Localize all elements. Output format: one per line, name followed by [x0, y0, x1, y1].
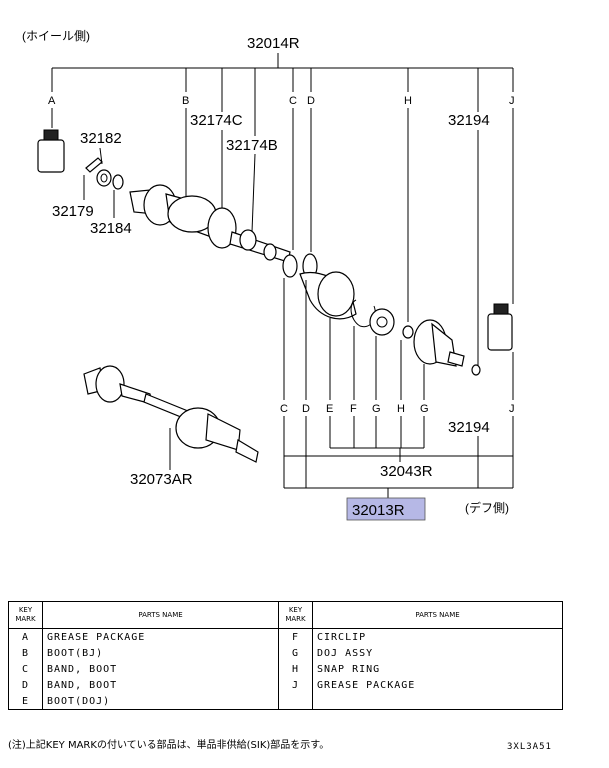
- o-ring-icon: [471, 364, 481, 376]
- bracket-32014r: 32014R: [51, 35, 514, 136]
- part-number-32174c: 32174C: [190, 112, 243, 129]
- grease-package-j-icon: [487, 303, 513, 351]
- parts-name-header-2: PARTS NAME: [312, 601, 563, 629]
- nut-32182-icon: [96, 169, 112, 187]
- part-number-32174b: 32174B: [226, 137, 278, 154]
- highlighted-part-box[interactable]: [346, 497, 426, 521]
- bottom-key-h: H: [397, 403, 405, 415]
- part-number-32184: 32184: [90, 220, 132, 237]
- part-number-32179: 32179: [52, 203, 94, 220]
- doj-housing-icon: [413, 319, 465, 367]
- doj-spider-g-icon: [369, 308, 395, 336]
- bottom-key-g2: G: [420, 403, 429, 415]
- grease-package-a-icon: [37, 129, 65, 173]
- bottom-key-j: J: [509, 403, 515, 415]
- part-number-32194-bottom: 32194: [448, 419, 490, 436]
- bottom-key-f: F: [350, 403, 357, 415]
- key-mark-a: A: [48, 95, 56, 107]
- parts-name-header: PARTS NAME: [42, 601, 279, 629]
- bottom-key-c: C: [280, 403, 288, 415]
- table-row: D BAND, BOOT J GREASE PACKAGE: [8, 677, 563, 693]
- bracket-32043r: 32043R: [283, 416, 514, 488]
- bracket-32013r: 32013R: [284, 487, 513, 521]
- parts-diagram: (ホイール側) (デフ側) 32014R A B C D H J 32174C …: [22, 29, 515, 521]
- key-mark-c: C: [289, 95, 297, 107]
- complete-drive-shaft-icon: [83, 365, 259, 463]
- washer-32184-icon: [112, 174, 124, 190]
- wheel-side-label: (ホイール側): [22, 29, 90, 43]
- band-boot-c-icon: [282, 254, 298, 278]
- part-number-32182: 32182: [80, 130, 122, 147]
- boot-doj-e-icon: [299, 271, 357, 320]
- footnote: (注)上記KEY MARKの付いている部品は、単品非供給(SIK)部品を示す。: [8, 740, 330, 751]
- bottom-key-g: G: [372, 403, 381, 415]
- bottom-key-d: D: [302, 403, 310, 415]
- table-row: A GREASE PACKAGE F CIRCLIP: [8, 628, 563, 645]
- cotter-pin-icon: [85, 157, 103, 173]
- part-number-32073ar: 32073AR: [130, 471, 193, 488]
- key-mark-d: D: [307, 95, 315, 107]
- diff-side-label: (デフ側): [465, 500, 509, 515]
- key-mark-h: H: [404, 95, 412, 107]
- table-row: B BOOT(BJ) G DOJ ASSY: [8, 645, 563, 661]
- part-number-32013r[interactable]: 32013R: [352, 502, 405, 519]
- part-number-32194-top: 32194: [448, 112, 490, 129]
- table-row: E BOOT(DOJ): [8, 693, 563, 710]
- part-number-32043r: 32043R: [380, 463, 433, 480]
- bottom-key-e: E: [326, 403, 333, 415]
- key-mark-b: B: [182, 95, 189, 107]
- upper-drive-shaft-icon: [129, 184, 291, 263]
- key-mark-j: J: [509, 95, 515, 107]
- snap-ring-h-icon: [402, 325, 414, 339]
- part-number-32014r: 32014R: [247, 35, 300, 52]
- diagram-code: 3XL3A51: [507, 742, 552, 752]
- table-row: C BAND, BOOT H SNAP RING: [8, 661, 563, 677]
